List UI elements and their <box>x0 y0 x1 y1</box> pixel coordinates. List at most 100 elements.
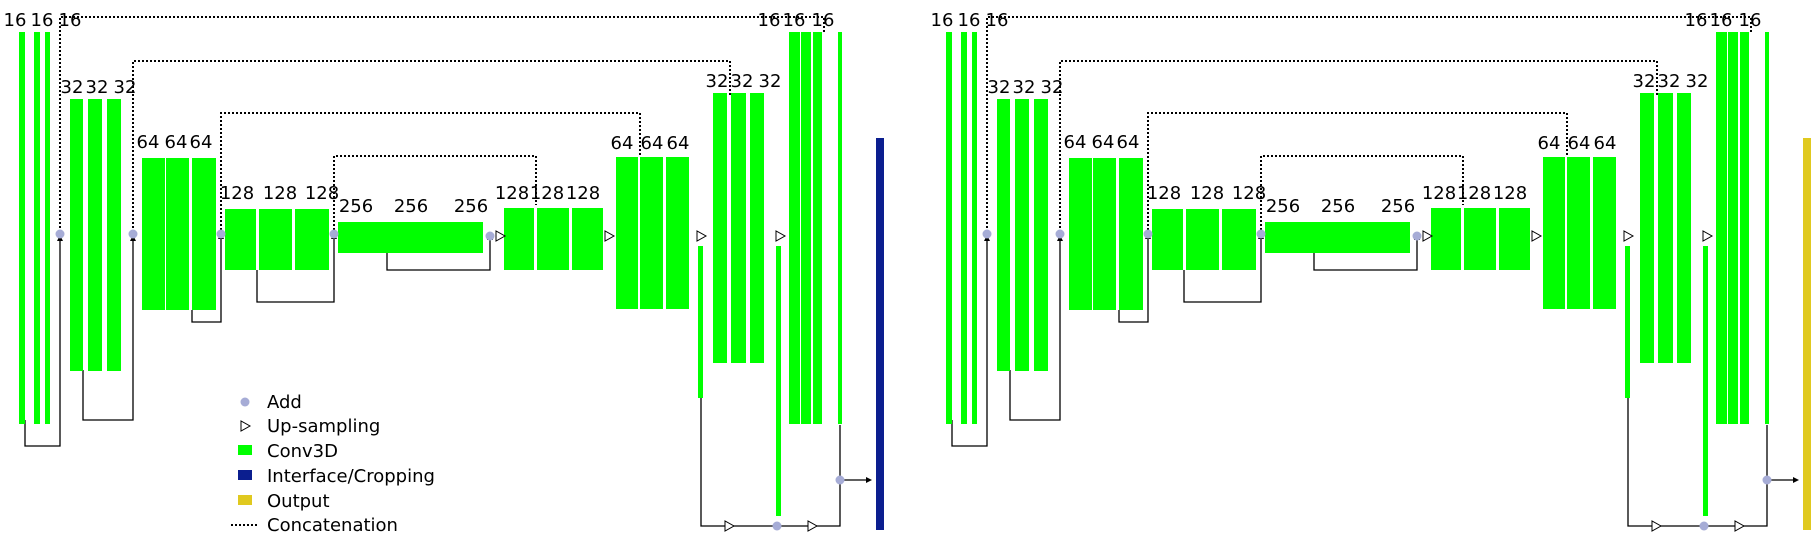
skip-line <box>1313 240 1418 271</box>
conv3d-block <box>1593 157 1616 309</box>
size-label: 64 <box>1568 133 1591 154</box>
size-label: 16 <box>4 10 27 31</box>
size-label: 256 <box>1266 196 1300 217</box>
conv3d-block <box>1716 32 1727 424</box>
skip-line <box>1704 479 1797 527</box>
upsampling-node <box>775 230 787 242</box>
skip-line <box>256 238 335 303</box>
arrow-head <box>866 477 872 483</box>
conv3d-block <box>813 32 822 424</box>
size-label: 64 <box>1092 132 1115 153</box>
skip-line <box>1183 238 1262 303</box>
conv3d-block <box>34 32 40 424</box>
conv3d-block <box>801 32 811 424</box>
conv3d-block <box>225 209 256 270</box>
conv3d-block <box>1740 32 1749 424</box>
size-label: 128 <box>1457 183 1491 204</box>
interface-icon <box>238 470 252 480</box>
conv3d-block <box>1119 158 1143 310</box>
add-node <box>55 229 65 239</box>
conv3d-block <box>1034 99 1048 371</box>
size-label: 128 <box>495 183 529 204</box>
size-label: 16 <box>812 10 835 31</box>
size-label: 128 <box>1147 183 1181 204</box>
upsampling-node <box>604 230 616 242</box>
size-label: 16 <box>783 10 806 31</box>
conv3d-block <box>640 157 663 309</box>
add-node <box>1762 475 1772 485</box>
legend-label: Interface/Cropping <box>267 466 435 487</box>
conv3d-block <box>750 93 764 363</box>
conv3d-block <box>88 99 102 371</box>
conv3d-block <box>192 158 216 310</box>
upsampling-node <box>1651 520 1663 532</box>
conv3d-block <box>698 246 703 398</box>
upsampling-node <box>807 520 819 532</box>
skip-line <box>1009 240 1061 421</box>
legend-label: Conv3D <box>267 441 338 462</box>
size-label: 32 <box>1013 77 1036 98</box>
conv3d-block <box>1543 157 1565 309</box>
upsampling-node <box>724 520 736 532</box>
add-icon <box>240 397 250 407</box>
size-label: 128 <box>305 183 339 204</box>
conv3d-block <box>504 208 534 270</box>
size-label: 32 <box>114 77 137 98</box>
concat-line <box>132 60 731 236</box>
size-label: 256 <box>394 196 428 217</box>
conv3d-block <box>713 93 727 363</box>
conv3d-block <box>838 32 842 424</box>
concat-line <box>59 16 825 236</box>
skip-line <box>24 240 61 447</box>
add-node <box>1055 229 1065 239</box>
size-label: 128 <box>1232 183 1266 204</box>
add-node <box>1143 229 1153 239</box>
conv3d-block <box>19 32 25 424</box>
conv3d-block <box>295 209 329 270</box>
size-label: 64 <box>1117 132 1140 153</box>
conv3d-block <box>142 158 165 310</box>
size-label: 64 <box>1538 133 1561 154</box>
output-icon <box>238 495 252 505</box>
skip-line <box>1627 398 1704 527</box>
conv3d-block <box>1677 93 1691 363</box>
size-label: 32 <box>988 77 1011 98</box>
size-label: 32 <box>86 77 109 98</box>
add-node <box>982 229 992 239</box>
conv3d-block <box>1728 32 1738 424</box>
upsampling-node <box>1623 230 1635 242</box>
conv3d-block <box>946 32 952 424</box>
size-label: 16 <box>931 10 954 31</box>
conv3d-block <box>789 32 800 424</box>
size-label: 16 <box>758 10 781 31</box>
conv3d-block <box>972 32 977 424</box>
size-label: 16 <box>31 10 54 31</box>
concat-line <box>986 16 1752 236</box>
concat-line <box>1260 155 1464 234</box>
conv3d-block <box>70 99 83 371</box>
size-label: 128 <box>1422 183 1456 204</box>
concat-line <box>1147 112 1568 234</box>
conv3d-block <box>1152 209 1183 270</box>
size-label: 32 <box>1041 77 1064 98</box>
size-label: 256 <box>1321 196 1355 217</box>
skip-line <box>1118 238 1149 323</box>
size-label: 16 <box>958 10 981 31</box>
size-label: 64 <box>1064 132 1087 153</box>
skip-line <box>191 238 222 323</box>
conv3d-block <box>731 93 746 363</box>
legend-label: Concatenation <box>267 515 398 536</box>
upsampling-node <box>1734 520 1746 532</box>
size-label: 64 <box>1594 133 1617 154</box>
upsampling-node <box>1422 230 1434 242</box>
conv3d-block <box>1069 158 1092 310</box>
conv3d-block <box>338 222 483 253</box>
skip-line <box>386 240 491 271</box>
upsampling-node <box>696 230 708 242</box>
conv3d-block <box>1186 209 1219 270</box>
conv3d-block <box>166 158 189 310</box>
conv3d-block <box>1658 93 1673 363</box>
conv3d-block <box>1431 208 1461 270</box>
conv3d-block <box>616 157 638 309</box>
